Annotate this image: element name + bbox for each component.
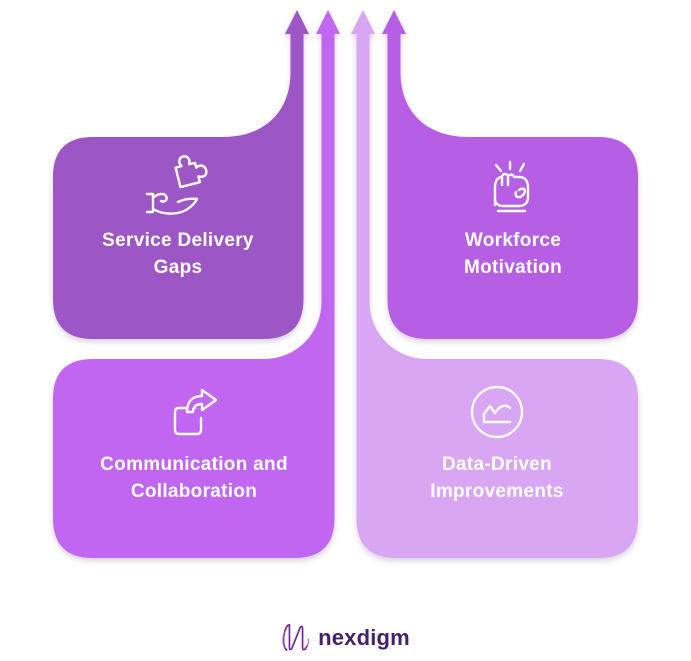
label-data-driven-improvements: Data-Driven Improvements [357,451,637,505]
label-line: Collaboration [130,481,258,502]
share-arrow-icon [173,388,218,436]
fist-icon [493,160,530,213]
nexdigm-wave-icon [282,624,310,652]
label-line: Service Delivery [102,230,254,251]
label-line: Motivation [464,257,562,278]
line-chart-icon [470,385,524,439]
shape-data-driven-improvements [351,10,638,558]
label-workforce-motivation: Workforce Motivation [391,227,635,281]
label-line: Communication and [100,454,288,475]
label-line: Data-Driven [442,454,552,475]
label-line: Gaps [153,257,203,278]
label-communication-collaboration: Communication and Collaboration [54,451,334,505]
hand-puzzle-icon [145,155,208,215]
label-line: Improvements [430,481,564,502]
brand-name: nexdigm [318,625,410,650]
label-service-delivery-gaps: Service Delivery Gaps [56,227,300,281]
label-line: Workforce [464,230,562,251]
shape-communication-collaboration [53,10,340,558]
footer-logo: nexdigm [0,618,691,658]
